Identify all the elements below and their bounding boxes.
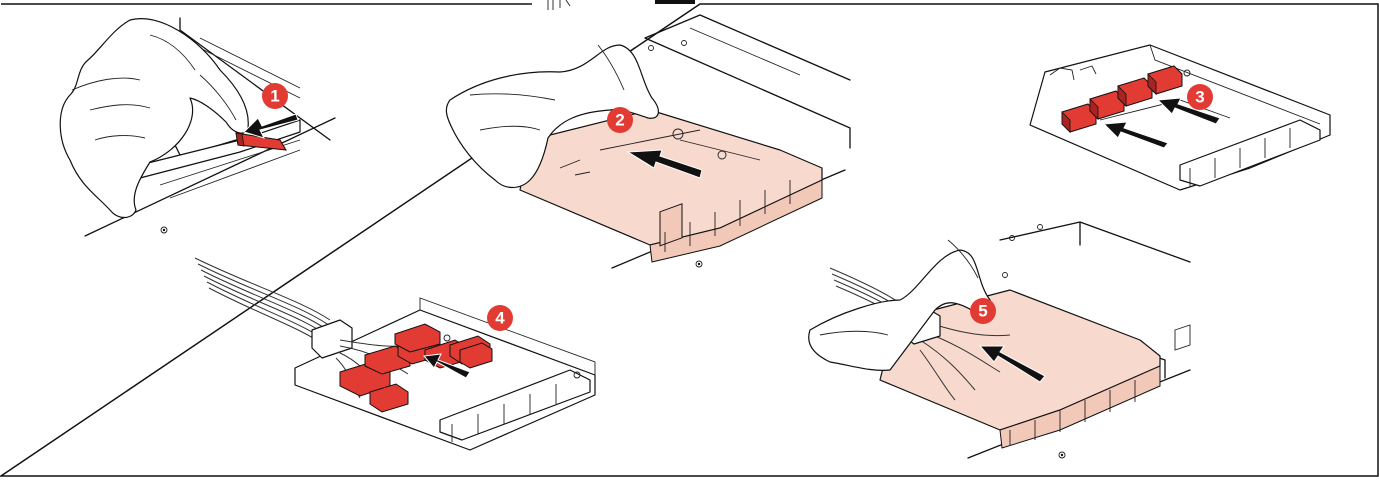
panel-step-3 <box>1029 44 1331 191</box>
step-badge-4: 4 <box>487 305 513 331</box>
figure-frame <box>0 3 1379 477</box>
top-remnant <box>547 0 695 10</box>
step-badge-1: 1 <box>262 83 288 109</box>
svg-text:4: 4 <box>495 309 505 328</box>
svg-text:3: 3 <box>1195 88 1204 107</box>
panel-step-4 <box>194 257 596 451</box>
step-badge-2: 2 <box>607 107 633 133</box>
svg-text:5: 5 <box>978 302 987 321</box>
panel-step-2 <box>445 14 851 269</box>
red-adapters <box>1061 65 1183 133</box>
svg-text:2: 2 <box>615 111 624 130</box>
panel-step-1 <box>59 17 336 237</box>
panel-step-5 <box>808 221 1191 459</box>
step-badge-5: 5 <box>970 298 996 324</box>
step-badge-3: 3 <box>1187 84 1213 110</box>
svg-text:1: 1 <box>270 87 279 106</box>
